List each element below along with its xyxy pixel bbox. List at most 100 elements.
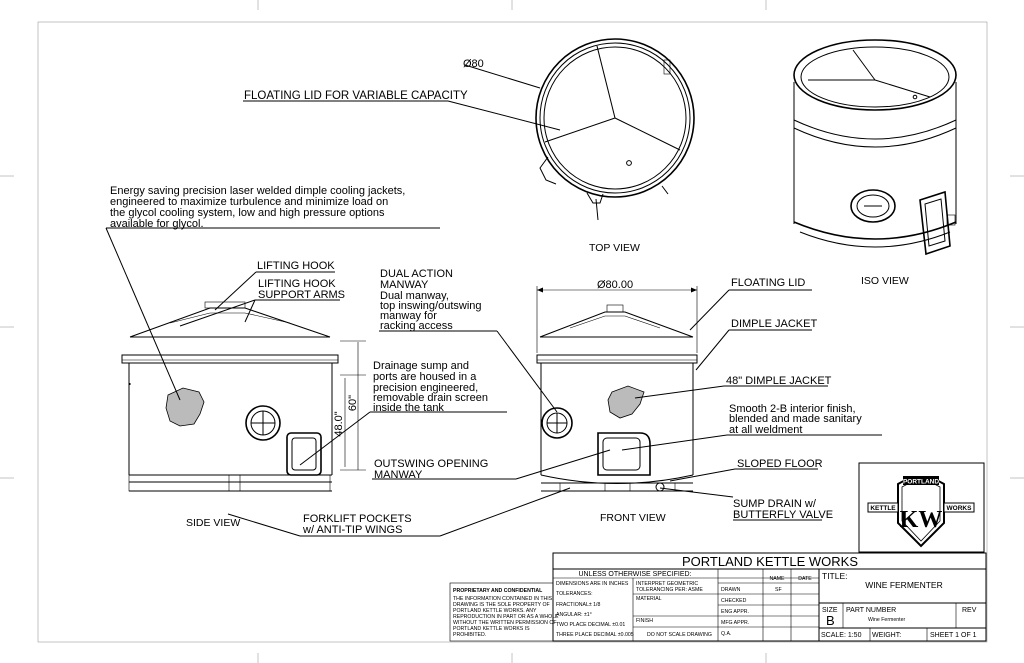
title-block-rev-label: REV xyxy=(962,607,977,614)
top-diameter-label: Ø80 xyxy=(463,58,484,70)
svg-text:PORTLAND: PORTLAND xyxy=(903,479,939,486)
height-48-label: 48.0" xyxy=(333,411,345,436)
title-block-part-number-label: PART NUMBER xyxy=(846,607,896,614)
callout-energy-saving: Energy saving precision laser welded dim… xyxy=(110,185,405,230)
svg-text:w/ ANTI-TIP WINGS: w/ ANTI-TIP WINGS xyxy=(302,524,402,536)
proprietary-notice: PROPRIETARY AND CONFIDENTIAL THE INFORMA… xyxy=(453,588,559,638)
callout-dimple-jacket: DIMPLE JACKET xyxy=(731,318,817,330)
svg-text:racking access: racking access xyxy=(380,320,453,332)
svg-text:removable drain screen: removable drain screen xyxy=(373,392,488,404)
svg-text:MANWAY: MANWAY xyxy=(380,279,429,291)
title-block-fractional: FRACTIONAL± 1/8 xyxy=(556,602,600,608)
svg-text:inside the tank: inside the tank xyxy=(373,402,444,414)
title-block-sheet: SHEET 1 OF 1 xyxy=(930,632,977,639)
svg-text:Dual manway,: Dual manway, xyxy=(380,290,449,302)
svg-text:THE INFORMATION CONTAINED IN T: THE INFORMATION CONTAINED IN THIS xyxy=(453,596,553,602)
svg-text:SUPPORT ARMS: SUPPORT ARMS xyxy=(258,289,345,301)
svg-text:DRAWING IS THE SOLE PROPERTY O: DRAWING IS THE SOLE PROPERTY OF xyxy=(453,602,550,608)
svg-text:blended and made sanitary: blended and made sanitary xyxy=(729,413,862,425)
title-block-angular: ANGULAR: ±1° xyxy=(556,612,592,618)
title-block xyxy=(449,552,987,642)
title-block-drawn: DRAWN xyxy=(721,587,741,593)
height-60-label: 60" xyxy=(347,395,359,411)
front-diameter-label: Ø80.00 xyxy=(597,279,633,291)
svg-text:KETTLE: KETTLE xyxy=(870,505,896,512)
svg-text:at all weldment: at all weldment xyxy=(729,424,802,436)
title-block-material: MATERIAL xyxy=(636,596,662,602)
callout-floating-lid: FLOATING LID xyxy=(731,277,805,289)
title-block-unless: UNLESS OTHERWISE SPECIFIED: xyxy=(578,571,691,578)
svg-text:available for glycol.: available for glycol. xyxy=(110,218,204,230)
callout-lifting-hook: LIFTING HOOK xyxy=(257,260,335,272)
title-block-title-label: TITLE: xyxy=(822,571,848,581)
svg-text:MANWAY: MANWAY xyxy=(374,469,423,481)
svg-text:FORKLIFT POCKETS: FORKLIFT POCKETS xyxy=(303,513,412,525)
svg-text:LIFTING HOOK: LIFTING HOOK xyxy=(258,278,336,290)
title-block-date-col: DATE xyxy=(798,576,812,582)
iso-view xyxy=(793,39,957,256)
title-block-tolerances: TOLERANCES: xyxy=(556,591,593,597)
top-view-label: TOP VIEW xyxy=(589,242,640,254)
title-block-drawn-name: SF xyxy=(775,587,782,593)
svg-text:SUMP DRAIN w/: SUMP DRAIN w/ xyxy=(733,498,817,510)
callout-leaders xyxy=(105,100,882,537)
callout-interior-finish: Smooth 2-B interior finish, blended and … xyxy=(729,403,862,436)
svg-text:Energy saving precision laser: Energy saving precision laser welded dim… xyxy=(110,185,405,197)
title-block-checked: CHECKED xyxy=(721,598,747,604)
callout-drainage: Drainage sump and ports are housed in a … xyxy=(373,360,488,414)
svg-text:Smooth 2-B interior finish,: Smooth 2-B interior finish, xyxy=(729,403,856,415)
callout-48-dimple-jacket: 48" DIMPLE JACKET xyxy=(726,375,832,387)
title-block-qa: Q.A. xyxy=(721,631,731,637)
svg-text:the glycol cooling system, low: the glycol cooling system, low and high … xyxy=(110,207,385,219)
callout-forklift-pockets: FORKLIFT POCKETS w/ ANTI-TIP WINGS xyxy=(302,513,412,536)
callout-sloped-floor: SLOPED FLOOR xyxy=(737,458,823,470)
title-block-mfg-appr: MFG APPR. xyxy=(721,620,749,626)
svg-text:DUAL ACTION: DUAL ACTION xyxy=(380,268,453,280)
callout-sump-drain: SUMP DRAIN w/ BUTTERFLY VALVE xyxy=(733,498,833,521)
svg-text:PROPRIETARY AND CONFIDENTIAL: PROPRIETARY AND CONFIDENTIAL xyxy=(453,588,543,594)
title-block-size-label: SIZE xyxy=(822,607,838,614)
callout-lifting-hook-arms: LIFTING HOOK SUPPORT ARMS xyxy=(258,278,345,301)
svg-text:BUTTERFLY VALVE: BUTTERFLY VALVE xyxy=(733,509,833,521)
svg-text:OUTSWING OPENING: OUTSWING OPENING xyxy=(374,458,488,470)
svg-text:REPRODUCTION IN PART OR AS A W: REPRODUCTION IN PART OR AS A WHOLE xyxy=(453,614,559,620)
title-block-title-value: WINE FERMENTER xyxy=(865,580,942,590)
title-block-part-number-value: Wine Fermenter xyxy=(868,617,905,623)
svg-text:Drainage sump and: Drainage sump and xyxy=(373,360,469,372)
title-block-three-place: THREE PLACE DECIMAL ±0.005 xyxy=(556,632,634,638)
side-view xyxy=(121,301,339,492)
front-dimensions xyxy=(536,286,698,353)
svg-text:PROHIBITED.: PROHIBITED. xyxy=(453,632,486,638)
svg-text:top inswing/outswing: top inswing/outswing xyxy=(380,300,482,312)
svg-text:PORTLAND KETTLE WORKS. ANY: PORTLAND KETTLE WORKS. ANY xyxy=(453,608,537,614)
top-view xyxy=(535,38,695,221)
front-view xyxy=(536,304,698,492)
title-block-interpret-1: INTERPRET GEOMETRIC xyxy=(636,581,698,587)
svg-text:KW: KW xyxy=(900,507,943,533)
svg-text:ports are housed in a: ports are housed in a xyxy=(373,371,477,383)
svg-text:precision engineered,: precision engineered, xyxy=(373,382,478,394)
svg-text:PORTLAND KETTLE WORKS IS: PORTLAND KETTLE WORKS IS xyxy=(453,626,530,632)
title-block-name-col: NAME xyxy=(770,576,786,582)
portland-kettle-works-logo: PORTLAND KETTLE WORKS KW xyxy=(858,462,985,553)
title-block-size-value: B xyxy=(826,613,835,628)
title-block-company: PORTLAND KETTLE WORKS xyxy=(682,554,858,569)
svg-text:WITHOUT THE WRITTEN PERMISSION: WITHOUT THE WRITTEN PERMISSION OF xyxy=(453,620,557,626)
callout-outswing-manway: OUTSWING OPENING MANWAY xyxy=(374,458,488,481)
svg-text:manway for: manway for xyxy=(380,310,437,322)
title-block-interpret-2: TOLERANCING PER: ASME xyxy=(636,587,703,593)
title-block-eng-appr: ENG APPR. xyxy=(721,609,749,615)
title-block-weight: WEIGHT: xyxy=(872,632,901,639)
iso-view-label: ISO VIEW xyxy=(861,275,909,287)
callout-dual-action-manway: DUAL ACTION MANWAY Dual manway, top insw… xyxy=(380,268,482,332)
svg-text:engineered to maximize turbule: engineered to maximize turbulence and mi… xyxy=(110,196,388,208)
title-block-finish: FINISH xyxy=(636,618,653,624)
svg-text:WORKS: WORKS xyxy=(947,505,973,512)
title-block-two-place: TWO PLACE DECIMAL ±0.01 xyxy=(556,622,625,628)
title-block-do-not-scale: DO NOT SCALE DRAWING xyxy=(647,632,712,638)
diameter-leader-top xyxy=(464,64,541,89)
side-dimensions xyxy=(340,340,366,471)
front-view-label: FRONT VIEW xyxy=(600,512,666,524)
